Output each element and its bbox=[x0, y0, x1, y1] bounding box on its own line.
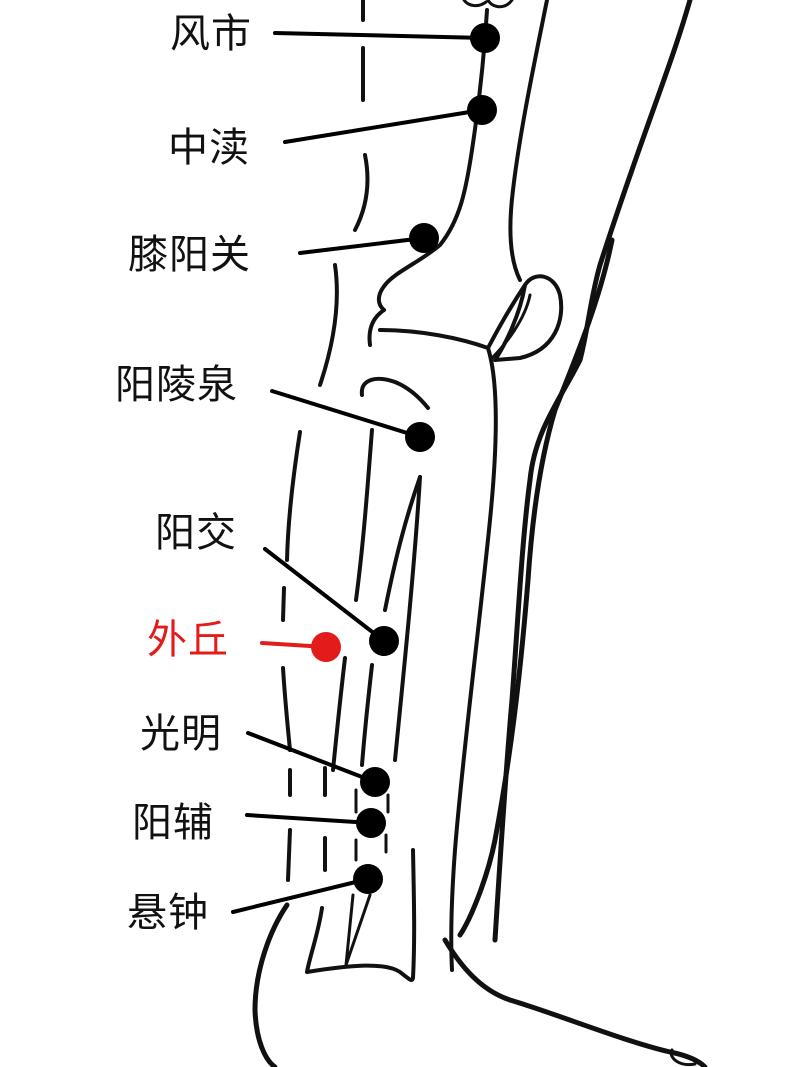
top-loops bbox=[462, 0, 514, 9]
acupoint-waiqiu bbox=[311, 632, 341, 662]
label-waiqiu: 外丘 bbox=[147, 617, 229, 663]
acupoint-fengshi bbox=[470, 23, 500, 53]
fibular-head bbox=[359, 376, 430, 410]
peroneus-line-2 bbox=[360, 663, 374, 767]
label-yangjiao: 阳交 bbox=[155, 510, 237, 556]
label-fengshi: 风市 bbox=[170, 11, 252, 57]
leader-line-fengshi bbox=[273, 31, 487, 40]
dashed-guide-top bbox=[353, 0, 370, 232]
patella bbox=[493, 274, 564, 362]
acupoint-zhongdu bbox=[467, 95, 497, 125]
label-zhongdu: 中渎 bbox=[168, 125, 250, 171]
acupoint-guangming bbox=[360, 767, 390, 797]
leader-line-zhongdu bbox=[283, 108, 484, 144]
dashed-left-long bbox=[281, 586, 292, 882]
leader-line-yanglingquan bbox=[270, 389, 422, 439]
leader-line-yangfu bbox=[245, 813, 373, 825]
label-xiyangguan: 膝阳关 bbox=[128, 232, 251, 278]
lateral-malleolus-v bbox=[344, 893, 372, 967]
acupoint-xiyangguan bbox=[409, 223, 439, 253]
patella-inner bbox=[490, 293, 532, 360]
toe bbox=[669, 1048, 697, 1067]
fibula-line-left bbox=[285, 430, 302, 562]
acupoint-yangjiao bbox=[369, 626, 399, 656]
acupoint-xuanzhong bbox=[353, 864, 383, 894]
thigh-back-line bbox=[508, 0, 549, 282]
fibula-line-mid bbox=[354, 428, 374, 602]
calf-outer-line bbox=[457, 237, 615, 938]
label-yangfu: 阳辅 bbox=[132, 800, 214, 846]
fibula-line-v-left bbox=[383, 475, 422, 612]
label-xuanzhong: 悬钟 bbox=[127, 890, 209, 936]
leader-line-xiyangguan bbox=[298, 236, 426, 255]
curve-behind-knee bbox=[318, 263, 339, 387]
dashed-mid-3 bbox=[384, 793, 390, 854]
calf-rear-outline bbox=[252, 902, 290, 1067]
peroneus-line-1 bbox=[331, 656, 347, 772]
leader-line-yangjiao bbox=[263, 547, 386, 643]
acupoint-yangfu bbox=[356, 808, 386, 838]
foot-top-line bbox=[442, 937, 708, 1067]
leader-line-guangming bbox=[246, 731, 377, 784]
knee-condyle bbox=[367, 308, 386, 347]
fibula-line-v-right bbox=[393, 475, 422, 762]
acupoint-yanglingquan bbox=[405, 422, 435, 452]
ankle-outline bbox=[305, 848, 417, 982]
label-guangming: 光明 bbox=[140, 711, 222, 757]
label-yanglingquan: 阳陵泉 bbox=[115, 362, 238, 408]
tibia-crest bbox=[449, 346, 498, 972]
leader-line-xuanzhong bbox=[231, 877, 370, 914]
